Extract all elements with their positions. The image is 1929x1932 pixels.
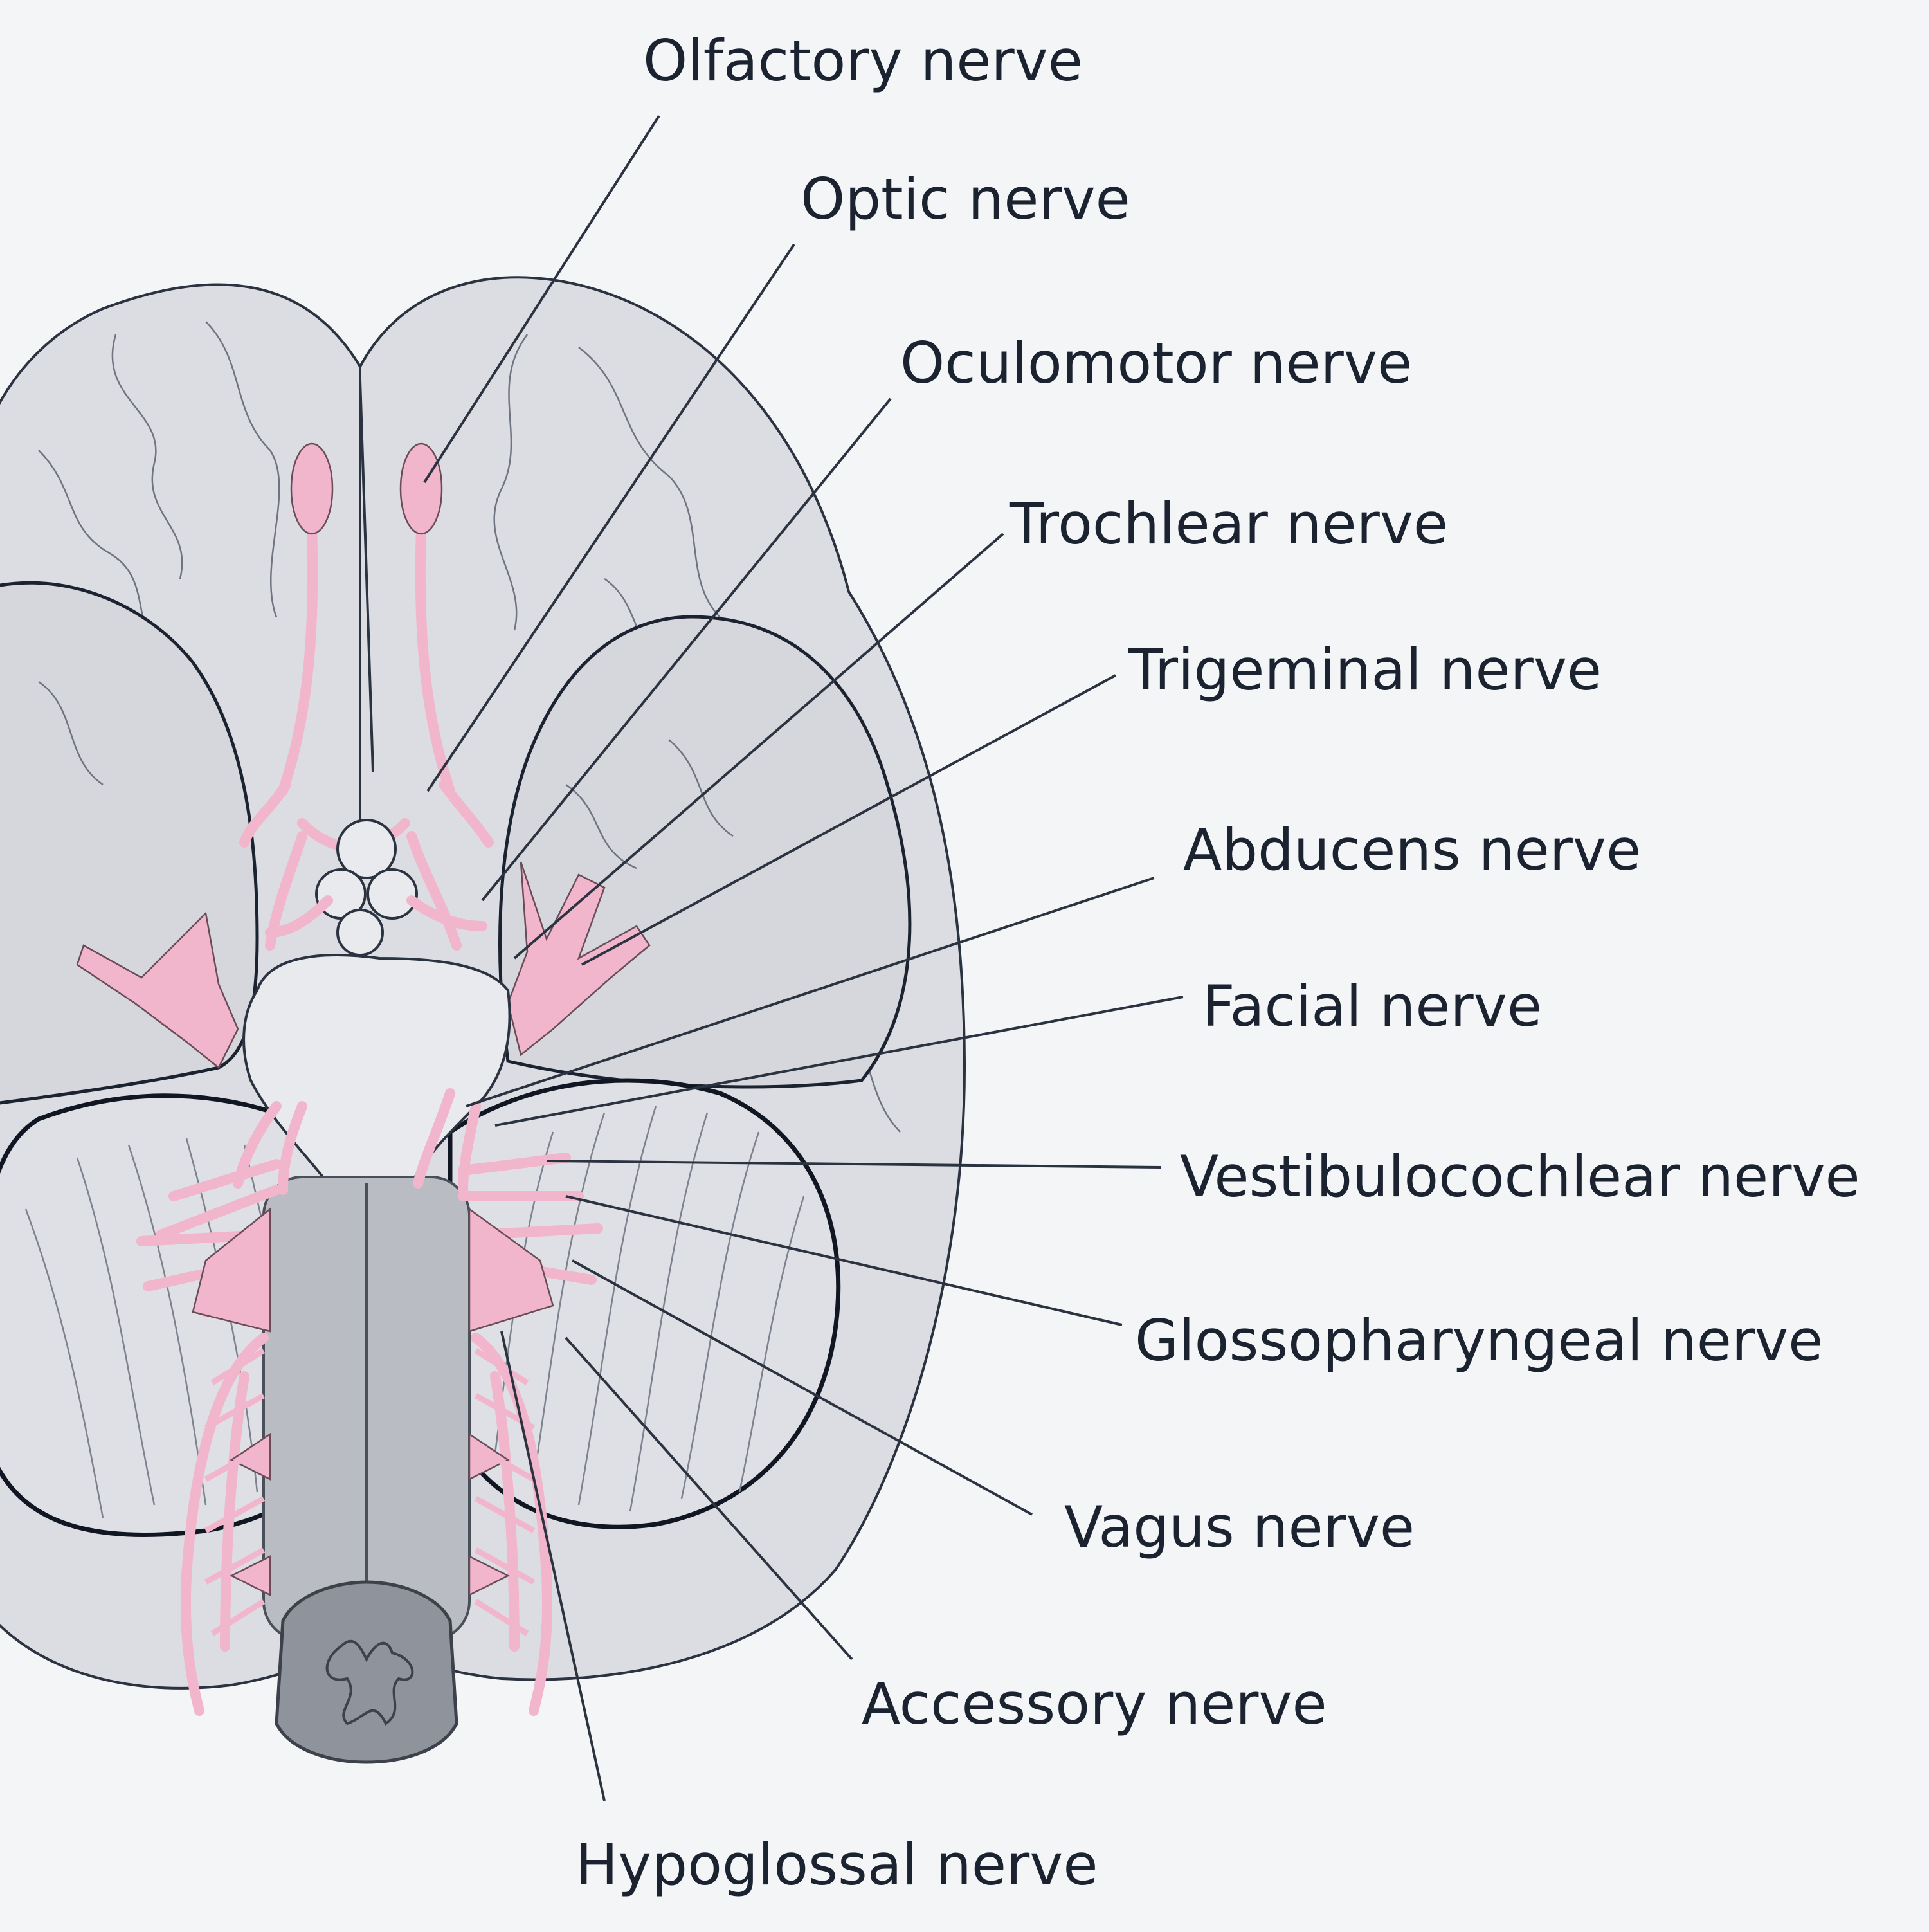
grey-matter-section [325,1639,414,1726]
vagus-leader [572,1259,1033,1516]
glossopharyngeal-leader [565,1195,1123,1326]
right-optic-nerve [439,779,494,848]
label-hypoglossal: Hypoglossal nerve [575,1832,1098,1898]
label-accessory: Accessory nerve [862,1671,1327,1737]
optic-nerves [239,779,494,951]
hypoglossal-leader [500,1331,606,1801]
left-olfactory-tract [278,522,318,796]
labels: Olfactory nerve Optic nerve Oculomotor n… [575,28,1860,1898]
rootlet-bundles [192,1207,554,1597]
label-olfactory: Olfactory nerve [643,28,1083,94]
trigeminal-leader [581,674,1116,966]
right-olfactory-bulb [399,442,443,535]
label-trochlear: Trochlear nerve [1009,491,1448,557]
label-optic: Optic nerve [801,166,1130,232]
right-optic-tract [406,831,462,951]
longitudinal-fissure [359,379,374,772]
vestibulocochlear-leader [546,1160,1161,1169]
left-optic-nerve [239,779,291,848]
leader-lines [423,114,1184,1801]
left-olfactory-bulb [290,442,334,535]
spinal-cord-section [275,1580,458,1764]
left-trigeminal-nerve [76,911,239,1069]
facial-leader [494,996,1184,1127]
label-facial: Facial nerve [1202,973,1542,1039]
right-olfactory-tract [415,522,455,796]
label-trigeminal: Trigeminal nerve [1128,637,1602,703]
optic-leader [426,243,795,792]
label-oculomotor: Oculomotor nerve [900,330,1412,396]
oculomotor-trochlear-nerves [265,895,487,938]
label-vestibulocochlear: Vestibulocochlear nerve [1180,1144,1860,1210]
accessory-leader [565,1336,853,1661]
trochlear-leader [513,533,1004,960]
olfactory-leader [423,114,660,484]
hypoglossal-ladder [204,1348,536,1636]
label-vagus: Vagus nerve [1064,1494,1415,1560]
label-abducens: Abducens nerve [1183,817,1641,883]
olfactory-nerves [278,442,455,796]
oculomotor-leader [481,397,892,902]
abducens-leader [466,877,1155,1107]
label-glossopharyngeal: Glossopharyngeal nerve [1135,1308,1823,1374]
